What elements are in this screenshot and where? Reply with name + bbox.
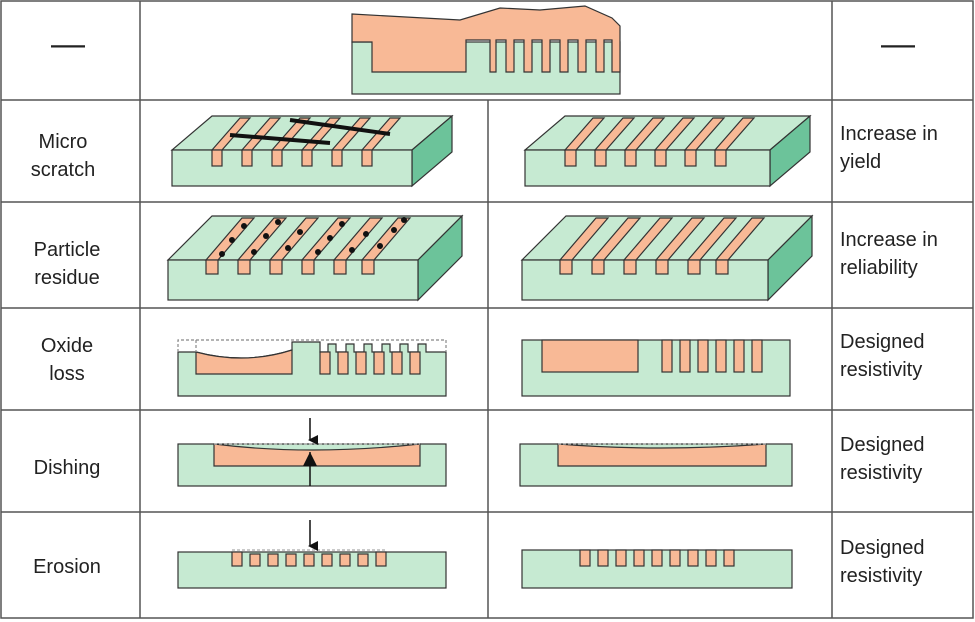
oxide-loss-before [177,339,447,397]
row-result-particle-residue: Increase in reliability [840,229,938,279]
micro-scratch-after [523,114,812,188]
row-label-erosion: Erosion [33,556,101,578]
row-result-micro-scratch: Increase in yield [840,123,938,173]
header-deposited-profile [351,5,621,95]
dishing-after [519,443,793,487]
row-result-dishing: Designed resistivity [840,434,925,484]
header-left-dash: — [51,25,85,63]
erosion-before [177,520,447,589]
micro-scratch-before [170,114,454,188]
erosion-after [521,549,793,589]
row-label-micro-scratch: Micro scratch [30,131,96,181]
row-label-particle-residue: Particle residue [33,239,101,289]
oxide-loss-after [521,339,791,397]
row-label-oxide-loss: Oxide loss [40,335,94,385]
header-right-dash: — [881,25,915,63]
row-result-oxide-loss: Designed resistivity [840,331,925,381]
row-result-erosion: Designed resistivity [840,537,925,587]
dishing-before [177,418,447,487]
particle-residue-before [166,214,464,302]
particle-residue-after [520,214,814,302]
row-label-dishing: Dishing [33,457,101,479]
